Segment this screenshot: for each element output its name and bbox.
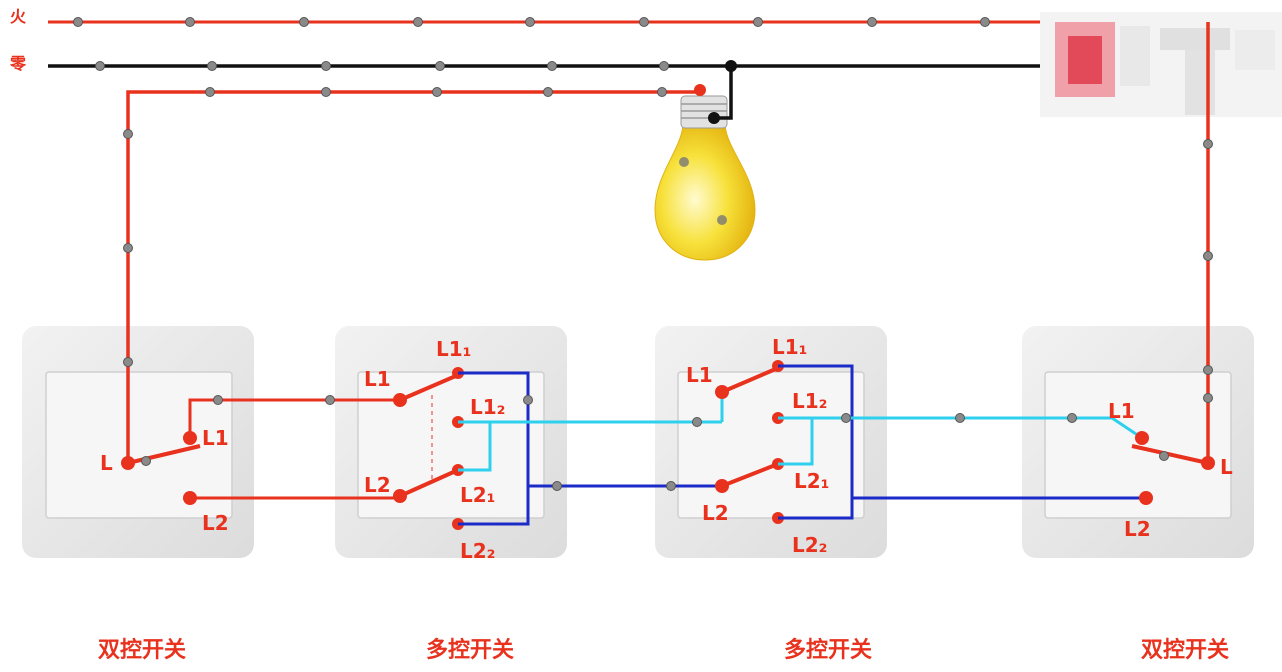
switch-3-l2-terminal [715,479,729,493]
switch-3-label-l2: L2 [702,501,729,525]
switch-1-label-l1: L1 [202,426,229,450]
traveler-3-cyan [812,416,1143,440]
switch-3-caption: 多控开关 [784,637,872,663]
switch-3-l1-terminal [715,385,729,399]
switch-4-caption: 双控开关 [1141,637,1229,663]
switch-2-cyan-bridge [458,420,492,472]
switch-1-lever [127,444,201,465]
switch-4-label-l2: L2 [1124,517,1151,541]
switch-plate-2 [335,326,567,558]
light-bulb [654,95,756,261]
switch-2-l1-terminal [393,393,407,407]
switch-2-label-l1: L1 [364,367,391,391]
wire-beads [73,17,1213,491]
switch-2-label-l2: L2 [364,473,391,497]
switch-2-l2-terminal [393,489,407,503]
switch-2-blue-bridge [458,371,530,526]
switch-3-label-l1: L1 [686,363,713,387]
switch-2-label-l11: L1₁ [436,337,471,361]
switch-4-common-terminal [1201,456,1215,470]
switch-1-label-l2: L2 [202,511,229,535]
switch-3-label-l21: L2₁ [794,469,829,493]
switch-4-lever [1131,444,1209,465]
switch-3-lever-1 [721,366,779,394]
switch-2-label-l22: L2₂ [460,539,495,563]
neutral-junction [725,60,737,72]
switch-3-lever-2 [721,462,779,488]
lamp-to-switch-1 [126,90,700,463]
switch-2-label-l12: L1₂ [470,395,505,419]
bulb-neutral-terminal [708,112,720,124]
switch-1-common-terminal [121,456,135,470]
blurred-watermark [1040,12,1282,117]
neutral-rail-label: 零 [9,54,27,73]
switch-2-caption: 多控开关 [426,637,514,663]
switch-3-label-l12: L1₂ [792,389,827,413]
switch-1-caption: 双控开关 [98,637,186,663]
switch-2-lever-2 [399,468,459,498]
switch-4-label-l: L [1220,455,1233,479]
switch-2-lever-1 [399,373,459,402]
switch-1-label-l: L [100,451,113,475]
switch-4-label-l1: L1 [1108,399,1135,423]
bulb-live-terminal [694,84,706,96]
live-rail-label: 火 [10,7,27,26]
switch-3-label-l22: L2₂ [792,533,827,557]
switch-4-l1-terminal [1135,431,1149,445]
switch-2-label-l21: L2₁ [460,483,495,507]
switch-plate-4 [1022,326,1254,558]
switch-3-cyan-bridge [778,416,814,466]
switch-3-label-l11: L1₁ [772,335,807,359]
switch-4-l2-terminal [1139,491,1153,505]
switch-3-blue-bridge [778,364,854,520]
